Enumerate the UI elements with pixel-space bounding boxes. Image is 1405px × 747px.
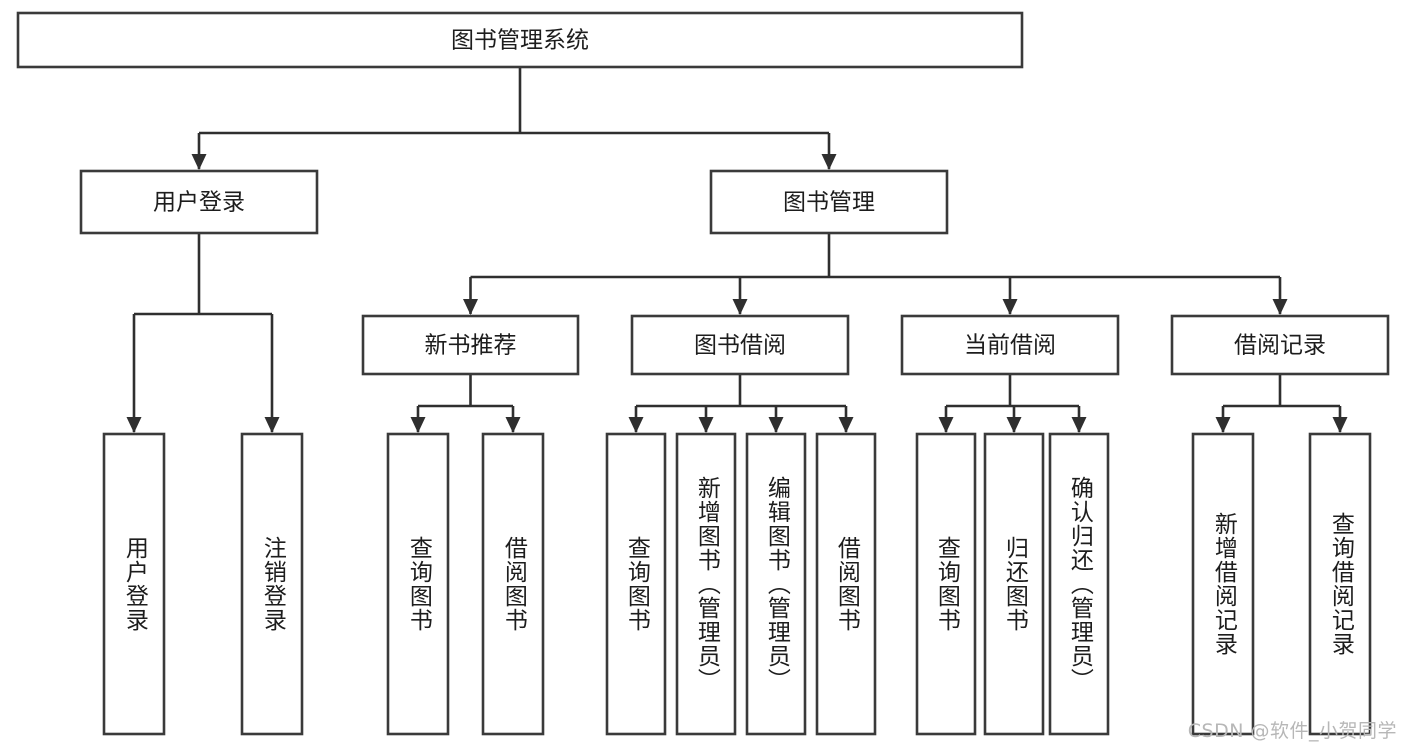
edge-arrow-head (264, 417, 280, 433)
node-box-nb-query-book[interactable] (386, 432, 450, 736)
edge-arrow-head (1071, 417, 1087, 433)
node-label-borrow-record: 借阅记录 (1234, 333, 1326, 359)
node-box-user-login[interactable] (79, 169, 319, 235)
node-box-user-logout-leaf[interactable] (240, 432, 304, 736)
edge-arrow-head (191, 154, 207, 170)
edge-arrow-head (768, 417, 784, 433)
edge-arrow-head (821, 154, 837, 170)
edge-arrow-head (1006, 417, 1022, 433)
node-label-root: 图书管理系统 (451, 28, 589, 54)
edge-arrow-head (410, 417, 426, 433)
node-box-borrow-record[interactable] (1170, 314, 1390, 376)
edge-arrow-head (698, 417, 714, 433)
connector-layer (126, 67, 1348, 433)
node-box-cb-confirm-return[interactable] (1048, 432, 1110, 736)
edge-arrow-head (838, 417, 854, 433)
node-label-user-login: 用户登录 (153, 190, 245, 216)
edge-arrow-head (463, 299, 478, 315)
node-box-cb-query-book[interactable] (915, 432, 977, 736)
node-box-bb-edit-book[interactable] (745, 432, 807, 736)
node-box-user-login-leaf[interactable] (102, 432, 166, 736)
node-box-book-management[interactable] (709, 169, 949, 235)
node-box-bb-add-book[interactable] (675, 432, 737, 736)
node-label-book-management: 图书管理 (783, 190, 875, 216)
node-box-br-query-record[interactable] (1308, 432, 1372, 736)
node-box-root[interactable] (16, 11, 1024, 69)
edge-arrow-head (505, 417, 521, 433)
node-box-layer (16, 11, 1390, 736)
edge-arrow-head (1272, 299, 1288, 315)
node-label-current-borrow: 当前借阅 (964, 333, 1056, 359)
node-box-bb-query-book[interactable] (605, 432, 667, 736)
edge-arrow-head (1215, 417, 1231, 433)
edge-arrow-head (1332, 417, 1348, 433)
node-box-br-add-record[interactable] (1191, 432, 1255, 736)
edge-arrow-head (126, 417, 142, 433)
node-box-new-book-recommend[interactable] (361, 314, 580, 376)
edge-arrow-head (732, 299, 748, 315)
node-box-cb-return-book[interactable] (983, 432, 1045, 736)
node-label-new-book-recommend: 新书推荐 (425, 333, 517, 359)
node-box-book-borrow[interactable] (630, 314, 850, 376)
node-box-nb-borrow-book[interactable] (481, 432, 545, 736)
edge-arrow-head (938, 417, 954, 433)
node-box-current-borrow[interactable] (900, 314, 1120, 376)
node-box-bb-borrow-book[interactable] (815, 432, 877, 736)
edge-arrow-head (1002, 299, 1018, 315)
node-label-book-borrow: 图书借阅 (694, 333, 786, 359)
edge-arrow-head (628, 417, 644, 433)
watermark: CSDN @软件_小贺同学 (1187, 720, 1397, 742)
